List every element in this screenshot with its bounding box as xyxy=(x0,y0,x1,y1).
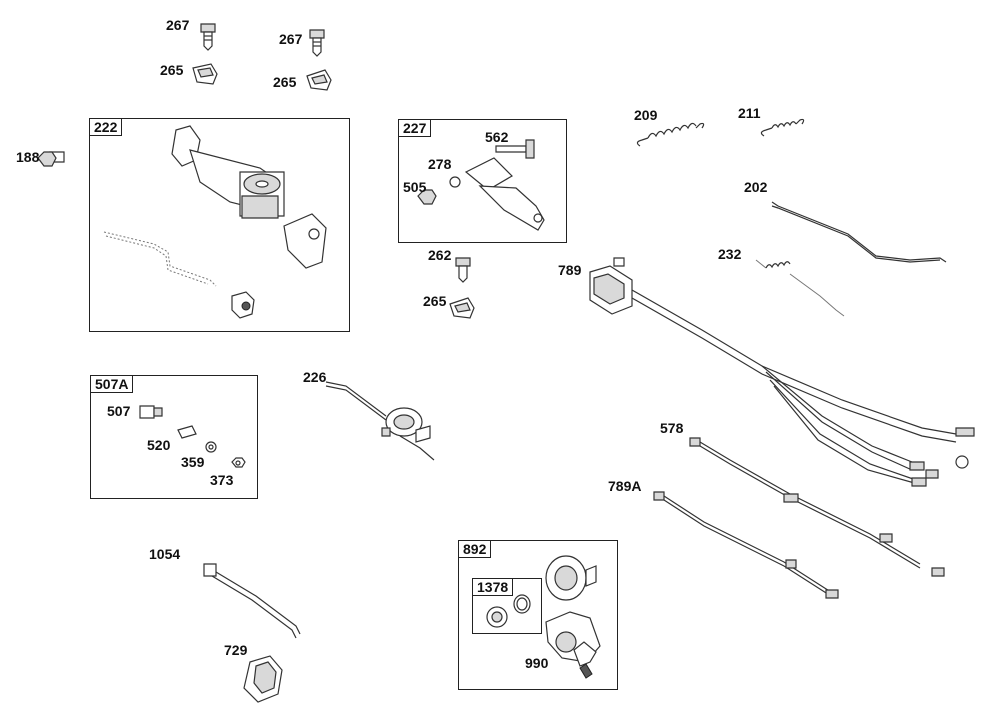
cable-tie-1054 xyxy=(203,563,301,639)
part-label-789: 789 xyxy=(558,262,582,278)
spring-209 xyxy=(636,122,705,147)
bracket-520 xyxy=(177,425,197,439)
part-label-267-b: 267 xyxy=(279,31,303,47)
group-tag-892: 892 xyxy=(458,540,492,558)
part-label-262: 262 xyxy=(428,247,452,263)
group-tag-507A: 507A xyxy=(90,375,134,393)
part-label-520: 520 xyxy=(147,437,171,453)
bolt-267-a xyxy=(200,23,216,51)
group-tag-222: 222 xyxy=(89,118,123,136)
part-label-507: 507 xyxy=(107,403,131,419)
wire-789A xyxy=(653,491,839,599)
part-label-226: 226 xyxy=(303,369,327,385)
clip-265-a xyxy=(192,63,218,85)
clip-265-c xyxy=(449,297,475,319)
part-label-211: 211 xyxy=(738,105,761,121)
cover-729 xyxy=(243,655,283,703)
part-label-373: 373 xyxy=(210,472,234,488)
group-box-227 xyxy=(398,119,567,243)
part-label-232: 232 xyxy=(718,246,742,262)
part-label-789A: 789A xyxy=(608,478,642,494)
bolt-188 xyxy=(37,151,65,167)
spring-232 xyxy=(755,259,845,317)
part-label-278: 278 xyxy=(428,156,452,172)
clip-265-b xyxy=(306,69,332,91)
part-label-202: 202 xyxy=(744,179,768,195)
part-label-265-b: 265 xyxy=(273,74,297,90)
nut-373 xyxy=(231,457,246,468)
ignition-switch-892 xyxy=(486,555,601,679)
lever-226 xyxy=(325,381,435,461)
bolt-267-b xyxy=(309,29,325,57)
group-box-892 xyxy=(458,540,618,690)
rod-202 xyxy=(771,201,947,263)
part-label-265-a: 265 xyxy=(160,62,184,78)
part-label-265-c: 265 xyxy=(423,293,447,309)
bolt-262 xyxy=(455,257,471,283)
bracket-assembly-227 xyxy=(417,139,545,231)
part-label-1054: 1054 xyxy=(149,546,181,562)
spring-211 xyxy=(760,118,805,137)
group-box-222 xyxy=(89,118,350,332)
part-label-562: 562 xyxy=(485,129,509,145)
part-label-209: 209 xyxy=(634,107,658,123)
wire-578 xyxy=(689,437,945,577)
group-tag-1378: 1378 xyxy=(472,578,514,596)
group-tag-227: 227 xyxy=(398,119,432,137)
part-label-267-a: 267 xyxy=(166,17,190,33)
part-label-359: 359 xyxy=(181,454,205,470)
group-box-507A xyxy=(90,375,258,499)
wire-harness-789 xyxy=(589,257,975,487)
part-label-729: 729 xyxy=(224,642,248,658)
part-label-505: 505 xyxy=(403,179,427,195)
washer-359 xyxy=(205,441,217,453)
part-label-578: 578 xyxy=(660,420,684,436)
switch-507 xyxy=(139,405,163,419)
bracket-assembly-222 xyxy=(103,125,327,319)
part-label-188: 188 xyxy=(16,149,40,165)
part-label-990: 990 xyxy=(525,655,549,671)
